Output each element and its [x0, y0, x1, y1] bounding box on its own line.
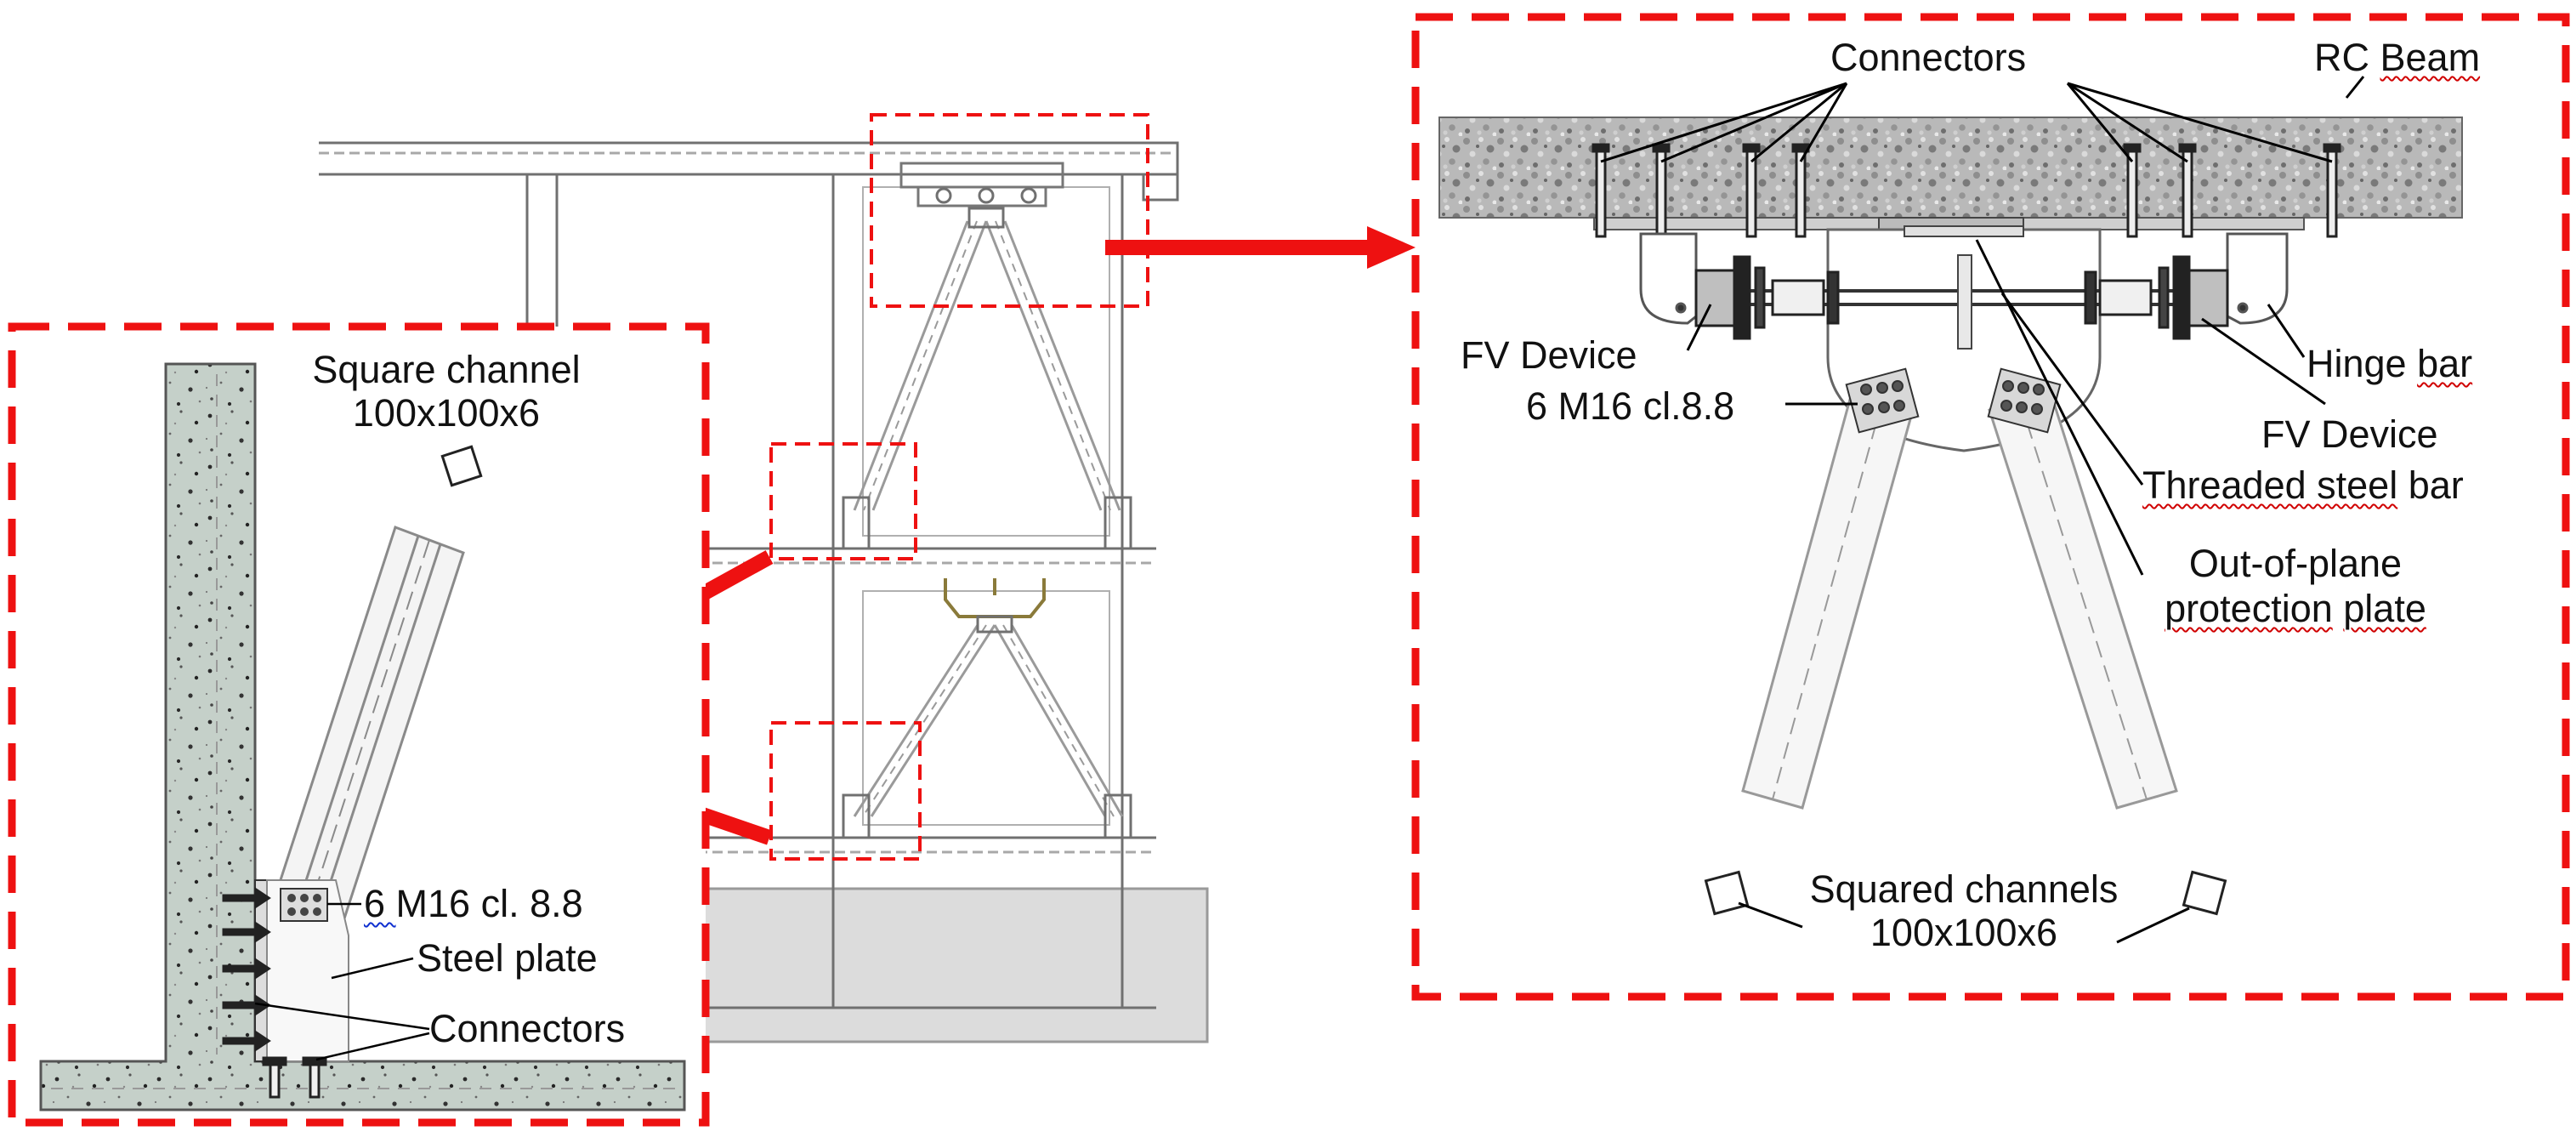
bolt-plates	[1845, 367, 2062, 434]
squared-channels-label: Squared channels 100x100x6	[1760, 870, 2168, 952]
right-detail-frame	[1411, 13, 2570, 1001]
fv-device-left	[1694, 255, 1840, 340]
arrow-head-right	[1367, 226, 1416, 269]
left-square-channel-label: Square channel 100x100x6	[276, 350, 616, 432]
left-detail-frame	[8, 322, 710, 1127]
left-bolts-count: 6	[364, 882, 396, 925]
hinge-bar-word1: Hinge	[2306, 342, 2407, 385]
threaded-bar-label: Threaded steel bar	[2142, 466, 2464, 504]
fv-device-left-label: FV Device	[1461, 333, 1637, 377]
bolt-group	[280, 888, 328, 922]
squared-channel-left	[1704, 870, 1750, 916]
rc-beam	[1438, 117, 2463, 219]
square-channel-section	[440, 445, 483, 487]
threaded-bar-words: Threaded steel	[2142, 463, 2398, 507]
left-square-channel-line1: Square channel	[312, 348, 581, 391]
right-connectors-label: Connectors	[1830, 36, 2027, 79]
squared-channels-line2: 100x100x6	[1870, 911, 2058, 954]
fv-device-right-label: FV Device	[2261, 412, 2438, 456]
right-bolts-label: 6 M16 cl.8.8	[1526, 384, 1735, 428]
rc-beam-word2: Beam	[2380, 36, 2481, 79]
hinge-bar-label: Hinge bar	[2306, 344, 2472, 383]
brace-section	[275, 526, 465, 920]
elevation-callout-boxes	[769, 113, 1149, 861]
protection-plate	[1904, 225, 2024, 237]
callout-arrows	[591, 226, 1416, 845]
left-square-channel-line2: 100x100x6	[352, 391, 541, 435]
connector-studs-vertical	[262, 1056, 327, 1099]
left-connectors-label: Connectors	[429, 1007, 626, 1050]
protection-word: protection	[2165, 587, 2333, 630]
connector-studs-horizontal	[222, 887, 271, 1052]
squared-channel-right	[2182, 870, 2227, 916]
concrete-column-section	[39, 362, 686, 1111]
right-connection-detail	[1411, 13, 2570, 1001]
rc-beam-word1: RC	[2314, 36, 2369, 79]
out-of-plane-line1: Out-of-plane	[2188, 542, 2403, 585]
gusset-plate	[266, 879, 349, 1062]
left-bolts-label: 6 M16 cl. 8.8	[364, 884, 583, 923]
callout-box-bottom	[769, 721, 922, 861]
frame-elevation-drawing	[319, 141, 1209, 1043]
right-leader-lines	[1600, 76, 2365, 944]
hinge-brackets	[1639, 232, 2289, 325]
rc-beam-label: RC Beam	[2314, 38, 2480, 77]
plate-word: plate	[2343, 587, 2426, 630]
callout-box-middle	[769, 442, 917, 560]
left-connection-detail	[8, 322, 710, 1127]
threaded-bar-last: bar	[2408, 463, 2464, 507]
squared-channels-line1: Squared channels	[1809, 867, 2119, 911]
callout-box-top	[870, 113, 1149, 308]
left-bolts-spec: M16 cl. 8.8	[395, 882, 583, 925]
hinge-bar-word2: bar	[2417, 342, 2473, 385]
fv-device-right	[2084, 255, 2229, 340]
left-steel-plate-label: Steel plate	[417, 936, 598, 980]
out-of-plane-label: Out-of-plane protection plate	[2108, 544, 2482, 628]
